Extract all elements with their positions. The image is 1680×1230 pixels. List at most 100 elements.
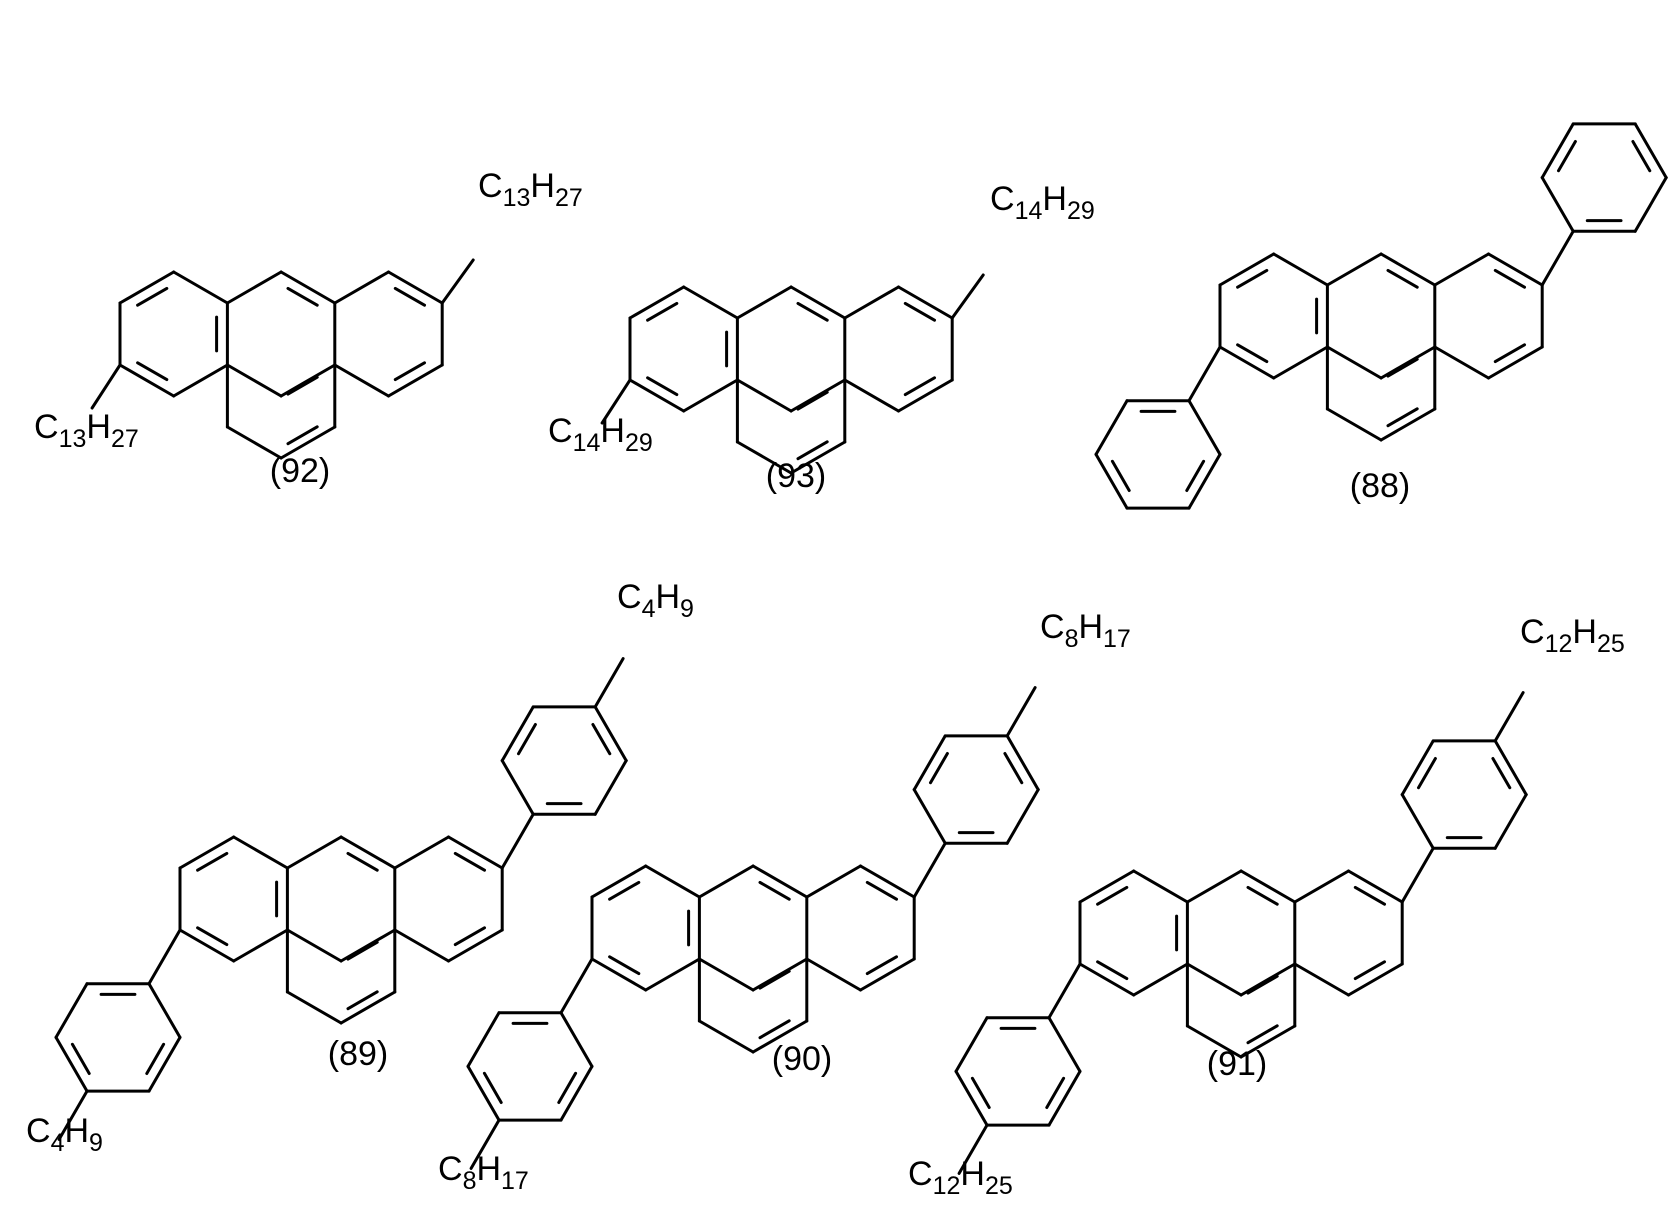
chrysene-bond-line [1187,964,1241,995]
chrysene-bond-line [807,959,861,990]
linker-bond-line [502,814,533,868]
linker-bond-line [561,959,592,1013]
compound-91-bottom-substituent-label: C12H25 [908,1155,1013,1200]
chrysene-bond-line [287,930,341,961]
chrysene-bond-line [1295,871,1349,902]
phenyl-bond-line [1096,401,1127,455]
chrysene-bond-line [1295,964,1349,995]
compound-92-caption: (92) [270,452,330,490]
compound-91-top-substituent-label: C12H25 [1520,613,1625,658]
phenyl-bond-line [561,1013,592,1067]
chrysene-bond-line [234,930,288,961]
compound-90-caption: (90) [772,1040,832,1078]
chrysene-bond-line [791,380,845,411]
chrysene-bond-line [281,365,335,396]
compound-93-caption: (93) [766,457,826,495]
compound-93-structure [602,275,983,473]
chrysene-bond-line [753,959,807,990]
chrysene-bond-line [395,930,449,961]
chrysene-bond-line [646,866,700,897]
double-bond-line [288,377,317,394]
alkyl-bond-line [595,659,623,707]
chrysene-bond-line [1381,347,1435,378]
compound-89-caption: (89) [328,1035,388,1073]
phenyl-bond-line [1189,401,1220,455]
chrysene-bond-line [287,837,341,868]
chrysene-bond-line [684,380,738,411]
double-bond-line [1388,359,1417,376]
compound-92-top-substituent-label: C13H27 [478,167,583,212]
chrysene-bond-line [227,272,281,303]
compound-92-structure [92,260,473,458]
phenyl-bond-line [56,984,87,1038]
compound-92-bottom-substituent-label: C13H27 [34,408,139,453]
chrysene-bond-line [737,380,791,411]
phenyl-bond-line [1007,790,1038,844]
linker-bond-line [149,930,180,984]
chrysene-bond-line [395,837,449,868]
phenyl-bond-line [1635,178,1666,232]
compound-88-caption: (88) [1350,467,1410,505]
compound-91-caption: (91) [1207,1045,1267,1083]
compound-89-top-substituent-label: C4H9 [617,578,694,623]
compound-90-top-substituent-label: C8H17 [1040,608,1131,653]
linker-bond-line [1402,848,1433,902]
chrysene-bond-line [1435,347,1489,378]
compound-90-bottom-substituent-label: C8H17 [438,1150,529,1195]
linker-bond-line [1542,231,1573,285]
chrysene-bond-line [1134,964,1188,995]
chrysene-bond-line [737,287,791,318]
phenyl-bond-line [1049,1018,1080,1072]
chrysene-bond-line [287,992,341,1023]
phenyl-bond-line [149,984,180,1038]
alkyl-bond-line [1495,693,1523,741]
compound-88-structure [1096,124,1666,508]
chrysene-bond-line [1134,871,1188,902]
linker-bond-line [914,843,945,897]
chrysene-bond-line [227,365,281,396]
linker-bond-line [1049,964,1080,1018]
chrysene-bond-line [807,866,861,897]
phenyl-bond-line [1402,795,1433,849]
compound-89-bottom-substituent-label: C4H9 [26,1112,103,1157]
double-bond-line [760,971,789,988]
phenyl-bond-line [1495,795,1526,849]
chrysene-bond-line [845,287,899,318]
chrysene-bond-line [1327,409,1381,440]
double-bond-line [348,942,377,959]
phenyl-bond-line [956,1018,987,1072]
alkyl-bond-line [442,260,473,303]
double-bond-line [1248,976,1277,993]
chrysene-bond-line [699,866,753,897]
chrysene-bond-line [174,272,228,303]
compound-90-structure [468,688,1038,1169]
compound-93-bottom-substituent-label: C14H29 [548,412,653,457]
compound-91-structure [956,693,1526,1174]
alkyl-bond-line [1007,688,1035,736]
phenyl-bond-line [595,761,626,815]
phenyl-bond-line [502,761,533,815]
phenyl-bond-line [1542,178,1573,232]
linker-bond-line [1189,347,1220,401]
chrysene-bond-line [335,272,389,303]
chrysene-bond-line [341,930,395,961]
phenyl-bond-line [468,1013,499,1067]
chrysene-bond-line [646,959,700,990]
chrysene-bond-line [234,837,288,868]
phenyl-bond-line [914,790,945,844]
chrysene-bond-line [1274,254,1328,285]
chrysene-bond-line [1327,254,1381,285]
chrysene-bond-line [1274,347,1328,378]
compound-93-top-substituent-label: C14H29 [990,180,1095,225]
chrysene-bond-line [1187,871,1241,902]
double-bond-line [798,392,827,409]
alkyl-bond-line [92,365,120,408]
chrysene-bond-line [684,287,738,318]
chrysene-bond-line [1241,964,1295,995]
chrysene-bond-line [699,959,753,990]
chrysene-bond-line [174,365,228,396]
alkyl-bond-line [952,275,983,318]
chrysene-bond-line [1435,254,1489,285]
chrysene-bond-line [699,1021,753,1052]
